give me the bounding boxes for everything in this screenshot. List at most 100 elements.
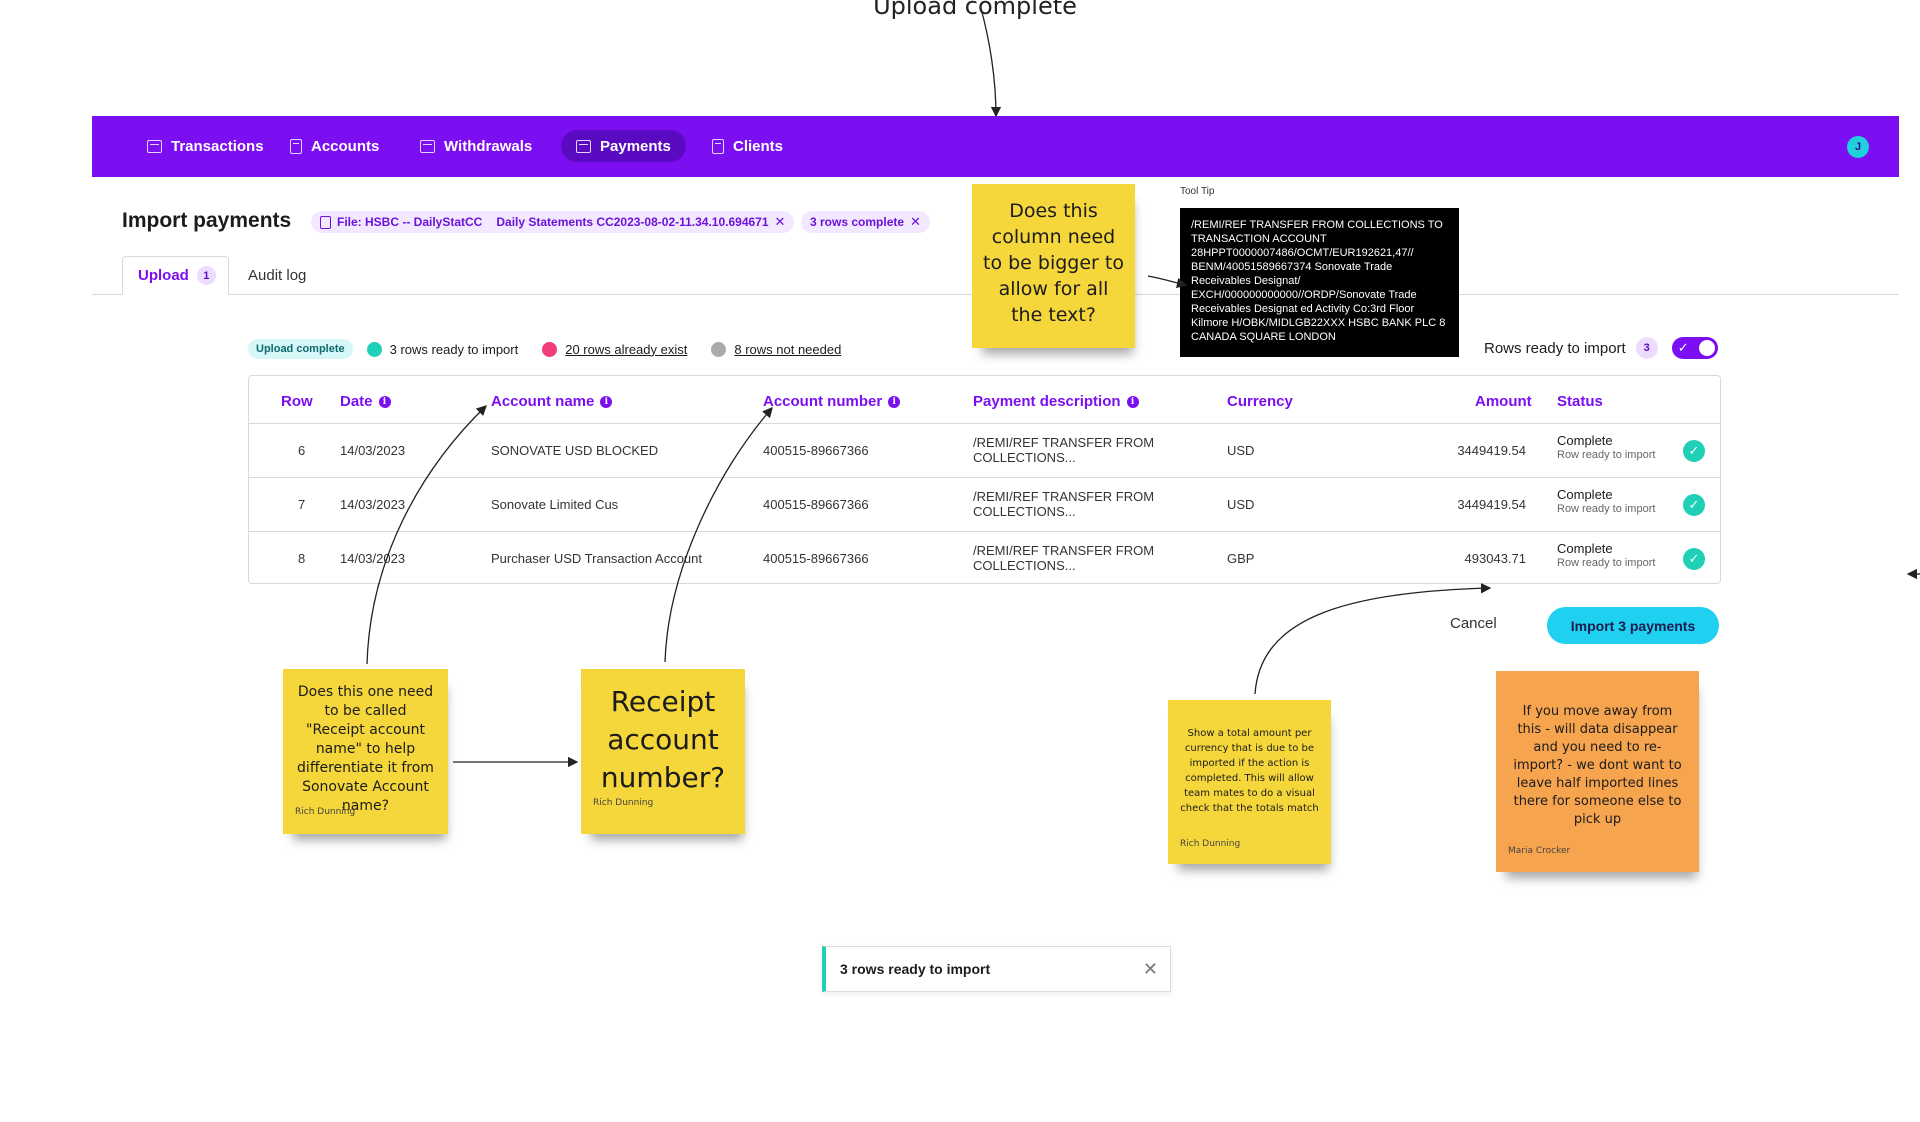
status-dot-icon	[542, 341, 558, 357]
rows-ready-toggle[interactable]: ✓	[1671, 337, 1718, 359]
nav-transactions[interactable]: Transactions	[132, 130, 279, 162]
document-icon	[712, 138, 724, 154]
status-dot-icon	[711, 341, 727, 357]
status-text: Complete	[1557, 433, 1613, 448]
sticky-note-text: Does this column need to be bigger to al…	[983, 200, 1124, 326]
cell-date: 14/03/2023	[340, 497, 406, 512]
upload-status-badge: Upload complete	[248, 339, 353, 359]
sticky-note-text: Does this one need to be called "Receipt…	[297, 684, 434, 814]
cell-account-number: 400515-89667366	[763, 443, 869, 458]
nav-label: Payments	[600, 137, 671, 155]
sticky-note-author: Maria Crocker	[1508, 846, 1571, 856]
nav-payments[interactable]: Payments	[561, 130, 686, 162]
sticky-note[interactable]: If you move away from this - will data d…	[1496, 671, 1699, 872]
column-header-label: Currency	[1227, 393, 1293, 410]
file-icon	[320, 215, 331, 229]
legend-label[interactable]: 20 rows already exist	[565, 341, 688, 357]
cell-amount: 493043.71	[1464, 551, 1526, 566]
description-tooltip: /REMI/REF TRANSFER FROM COLLECTIONS TO T…	[1180, 208, 1459, 357]
filter-label: Rows ready to import	[1484, 339, 1626, 357]
cell-row: 7	[298, 497, 306, 512]
cell-amount: 3449419.54	[1457, 497, 1526, 512]
cell-payment-description: /REMI/REF TRANSFER FROM COLLECTIONS...	[973, 435, 1155, 465]
nav-label: Clients	[733, 137, 784, 155]
nav-clients[interactable]: Clients	[697, 130, 798, 162]
sticky-note[interactable]: Show a total amount per currency that is…	[1168, 700, 1331, 864]
check-circle-icon: ✓	[1683, 440, 1705, 462]
cell-status: Complete Row ready to import	[1557, 542, 1655, 570]
cell-account-number: 400515-89667366	[763, 551, 869, 566]
sticky-note-text: Show a total amount per currency that is…	[1180, 728, 1319, 814]
column-header-currency[interactable]: Currency	[1227, 393, 1293, 410]
board-frame-title: Upload complete	[873, 0, 1077, 20]
close-icon[interactable]: ✕	[774, 214, 786, 229]
sticky-note-author: Rich Dunning	[593, 798, 654, 808]
cell-account-name: SONOVATE USD BLOCKED	[491, 443, 659, 458]
cell-currency: GBP	[1227, 551, 1255, 566]
tab-count-badge: 1	[196, 266, 216, 285]
rows-complete-chip: 3 rows complete ✕	[801, 211, 930, 233]
filter-count-badge: 3	[1635, 337, 1658, 359]
status-dot-icon	[366, 341, 382, 357]
legend-label[interactable]: 8 rows not needed	[734, 341, 842, 357]
tab-label: Upload	[138, 267, 189, 284]
document-icon	[290, 138, 302, 154]
column-header-row[interactable]: Row	[281, 393, 313, 410]
cell-date: 14/03/2023	[340, 551, 406, 566]
nav-accounts[interactable]: Accounts	[275, 130, 394, 162]
table-row[interactable]: 7 14/03/2023 Sonovate Limited Cus 400515…	[249, 477, 1720, 530]
import-status-bar: Upload complete 3 rows ready to import 2…	[248, 338, 865, 360]
user-avatar[interactable]: J	[1847, 136, 1869, 158]
check-icon: ✓	[1677, 340, 1689, 355]
tab-audit-log[interactable]: Audit log	[248, 256, 306, 295]
info-icon[interactable]: i	[600, 395, 613, 408]
table-row[interactable]: 6 14/03/2023 SONOVATE USD BLOCKED 400515…	[249, 423, 1720, 476]
page-title: Import payments	[122, 209, 292, 232]
check-circle-icon: ✓	[1683, 548, 1705, 570]
cell-account-name: Sonovate Limited Cus	[491, 497, 619, 512]
table-row[interactable]: 8 14/03/2023 Purchaser USD Transaction A…	[249, 531, 1720, 584]
info-icon[interactable]: i	[378, 395, 391, 408]
cell-account-name: Purchaser USD Transaction Account	[491, 551, 702, 566]
sticky-note[interactable]: Receipt account number? Rich Dunning	[581, 669, 745, 834]
info-icon[interactable]: i	[1126, 395, 1139, 408]
tab-upload[interactable]: Upload 1	[122, 256, 229, 295]
wallet-icon	[420, 139, 435, 153]
top-nav: Transactions Accounts Withdrawals Paymen…	[92, 116, 1899, 177]
status-detail: Row ready to import	[1557, 449, 1656, 461]
cell-row: 6	[298, 443, 306, 458]
column-header-account-name[interactable]: Account name i	[491, 393, 613, 410]
import-payments-button[interactable]: Import 3 payments	[1547, 607, 1719, 644]
cancel-button[interactable]: Cancel	[1450, 615, 1497, 632]
sticky-note[interactable]: Does this one need to be called "Receipt…	[283, 669, 448, 834]
sticky-note[interactable]: Does this column need to be bigger to al…	[972, 184, 1135, 348]
close-icon[interactable]: ✕	[1142, 959, 1158, 979]
tooltip-label: Tool Tip	[1180, 186, 1215, 197]
column-header-label: Account name	[491, 393, 595, 410]
status-detail: Row ready to import	[1557, 503, 1656, 515]
column-header-status[interactable]: Status	[1557, 393, 1603, 410]
cell-payment-description: /REMI/REF TRANSFER FROM COLLECTIONS...	[973, 489, 1155, 519]
toast-notification: 3 rows ready to import ✕	[822, 946, 1171, 992]
legend-already-exist[interactable]: 20 rows already exist	[542, 341, 688, 357]
column-header-label: Status	[1557, 393, 1603, 410]
column-header-amount[interactable]: Amount	[1475, 393, 1532, 410]
close-icon[interactable]: ✕	[910, 214, 921, 229]
check-circle-icon: ✓	[1683, 494, 1705, 516]
cell-payment-description: /REMI/REF TRANSFER FROM COLLECTIONS...	[973, 543, 1155, 573]
file-chip-label: File: HSBC -- DailyStatCC	[337, 215, 483, 229]
info-icon[interactable]: i	[888, 395, 901, 408]
column-header-label: Date	[340, 393, 373, 410]
connector-arrow	[979, 4, 1002, 118]
cell-row: 8	[298, 551, 306, 566]
toast-message: 3 rows ready to import	[840, 961, 991, 977]
nav-withdrawals[interactable]: Withdrawals	[405, 130, 547, 162]
legend-not-needed[interactable]: 8 rows not needed	[711, 341, 842, 357]
tab-label: Audit log	[248, 267, 307, 284]
cell-currency: USD	[1227, 443, 1255, 458]
nav-label: Accounts	[311, 137, 380, 155]
